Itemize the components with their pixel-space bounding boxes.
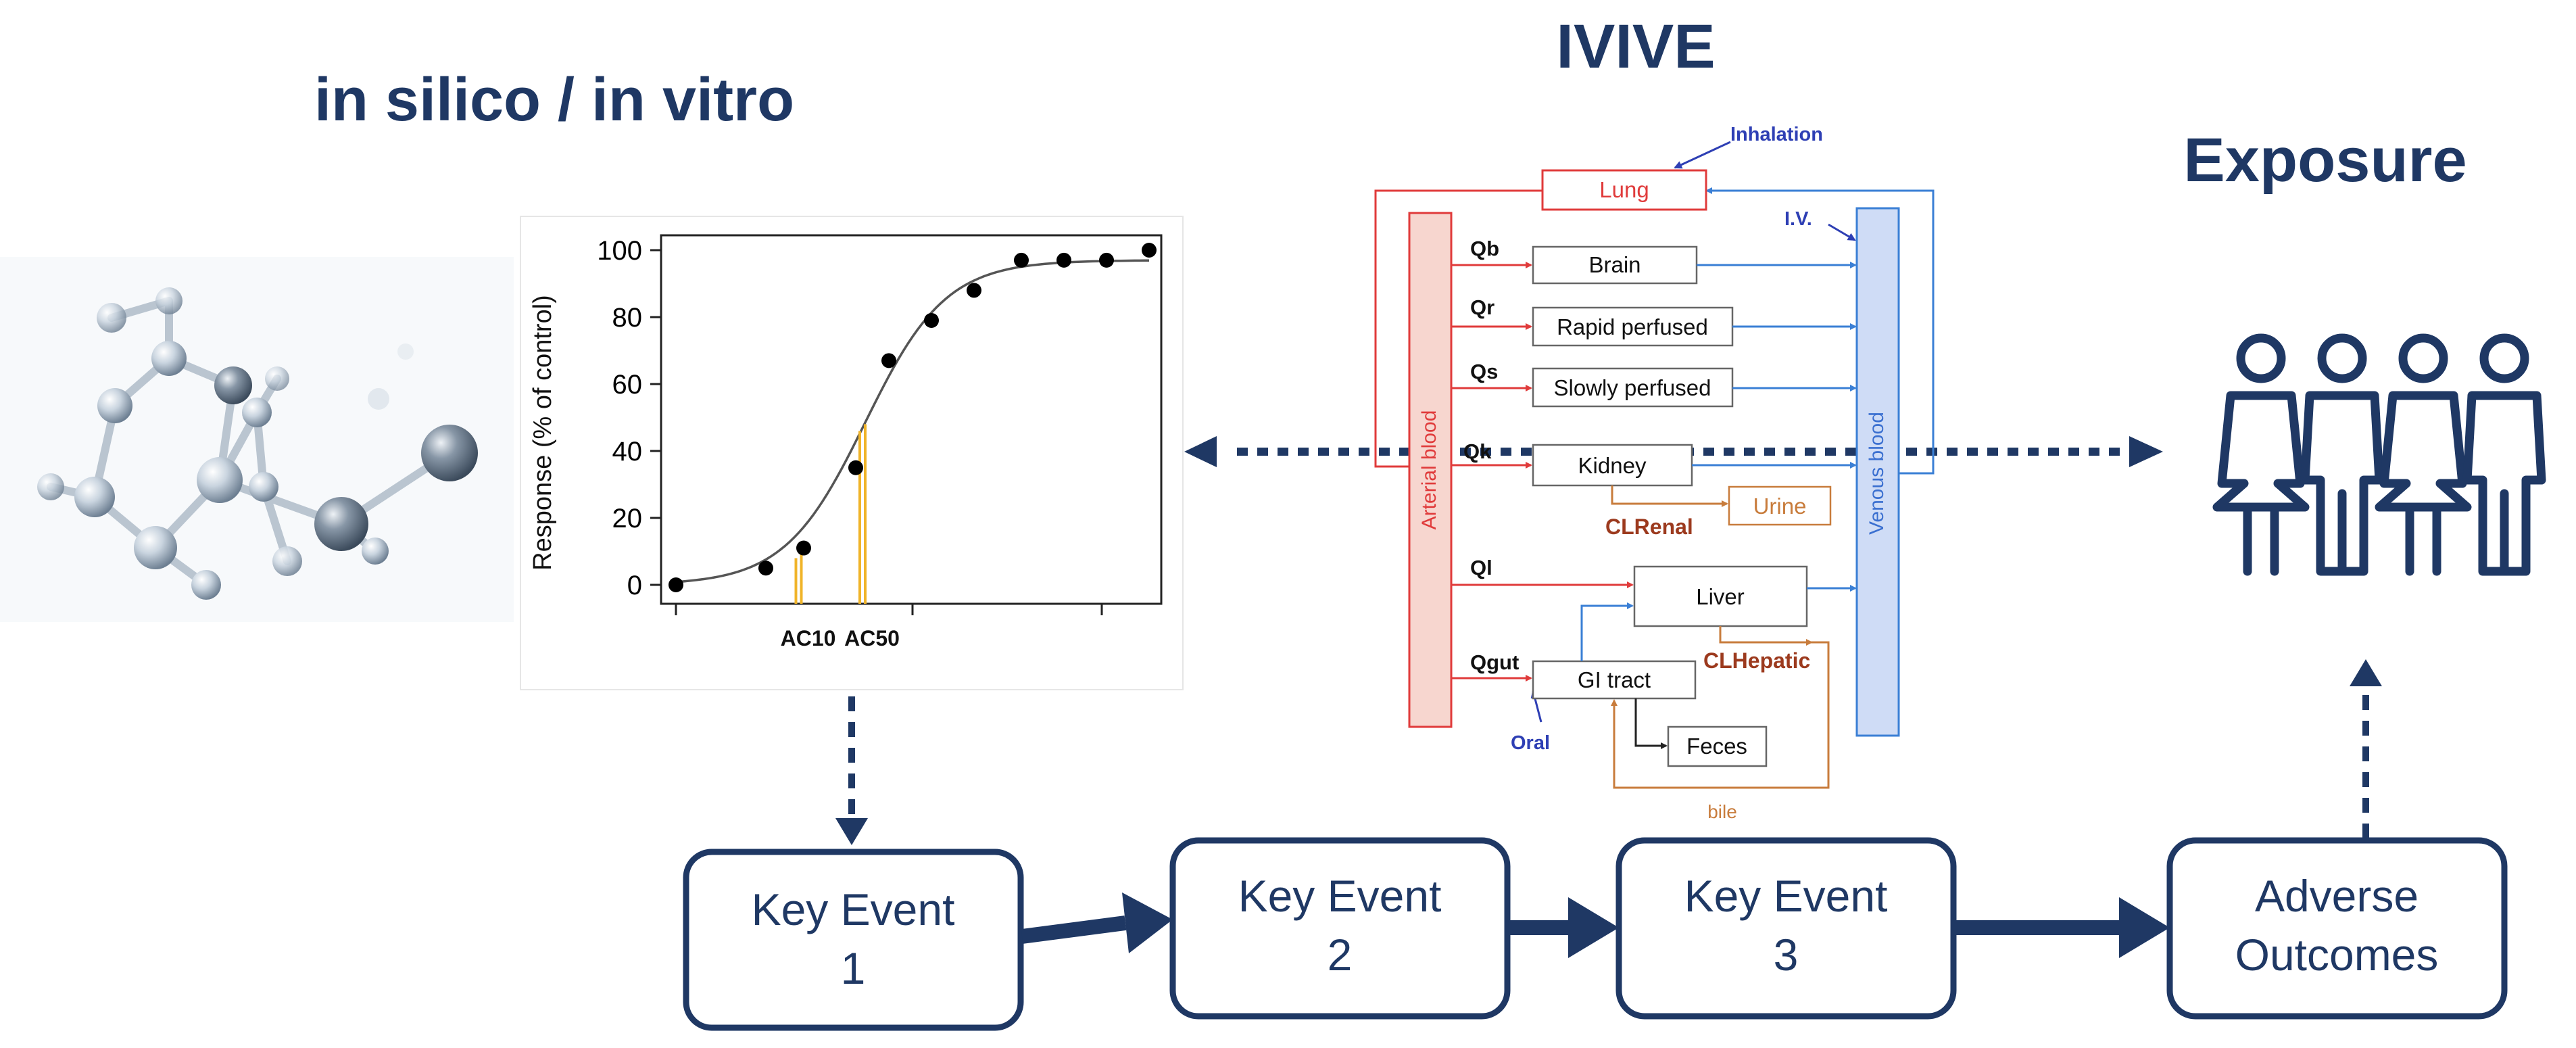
x-axis-ticks [675,604,1103,615]
key-event-2-line2: 2 [1328,930,1353,980]
arterial-blood-column [1408,212,1453,728]
clrenal-label: CLRenal [1605,515,1693,539]
key-event-1-line1: Key Event [752,884,955,934]
lung-label: Lung [1599,177,1649,202]
dose-response-chart: 0 20 40 60 80 100 AC10 AC50 Response (% of con… [520,216,1184,690]
heading-in-silico: in silico / in vitro [314,66,794,134]
flow-qr: Qr [1470,295,1494,319]
y-tick-label: 40 [612,437,643,467]
urine-label: Urine [1753,494,1807,519]
brain-label: Brain [1588,252,1641,277]
oral-label: Oral [1511,732,1550,754]
data-point [796,540,811,556]
data-point [848,460,863,475]
flow-qk: Qk [1463,439,1492,463]
iv-label: I.V. [1784,208,1812,230]
gi-tract-label: GI tract [1578,667,1651,692]
heading-ivive: IVIVE [1556,12,1715,81]
lung-box [1541,169,1707,211]
slowly-perfused-box [1532,367,1734,408]
arrow-ke1-ke2 [1021,892,1173,953]
rapid-perfused-label: Rapid perfused [1557,314,1708,339]
rapid-perfused-box [1532,306,1734,347]
flow-qb: Qb [1470,237,1499,260]
kidney-label: Kidney [1578,453,1647,478]
adverse-outcomes-line2: Outcomes [2235,930,2439,980]
y-tick-label: 0 [627,571,642,600]
data-point [669,577,683,592]
flow-ql: Ql [1470,556,1492,579]
venous-blood-column [1855,207,1900,737]
liver-box [1633,565,1808,627]
key-event-3-box [1615,837,1957,1020]
key-event-3-line1: Key Event [1684,871,1888,921]
key-event-2-line1: Key Event [1238,871,1442,921]
data-point [967,283,981,298]
flow-qs: Qs [1470,360,1498,383]
activity-concentration-labels: AC10 AC50 [781,626,900,650]
key-event-2-box [1169,837,1511,1020]
flow-qgut: Qgut [1470,650,1519,674]
assay-to-key-event-arrow [835,696,868,845]
ac-marker-label: AC50 [844,626,900,650]
venous-blood-label: Venous blood [1866,412,1888,535]
activity-concentration-lines [794,424,867,604]
arterial-blood-label: Arterial blood [1418,410,1440,530]
data-point [924,312,939,328]
molecule-icon [0,257,514,622]
arrow-ke3-ao [1955,897,2170,958]
key-event-1-box [683,849,1024,1031]
feces-label: Feces [1686,734,1747,759]
urine-box [1728,485,1832,526]
ac-marker-label: AC10 [781,626,836,650]
ivive-link-arrow [1184,436,2163,467]
y-tick-label: 80 [612,303,643,333]
arrow-ke2-ke3 [1509,897,1619,958]
data-point [1056,252,1071,268]
aop-chain: Key Event 1 Key Event 2 Key Event 3 Adve… [683,837,2508,1031]
pbpk-model: Arterial blood Venous blood Lung Inhalat… [1374,124,1935,822]
data-point [1014,252,1029,268]
chart-plot-area [660,234,1163,605]
data-point [758,561,773,576]
gi-tract-box [1532,660,1697,700]
people-icon [2212,333,2546,576]
data-point [1142,243,1157,258]
kidney-box [1532,444,1693,487]
liver-label: Liver [1696,584,1745,609]
y-axis-label: Response (% of control) [529,295,557,571]
key-event-3-line2: 3 [1774,930,1799,980]
y-axis-ticks: 0 20 40 60 80 100 [597,236,661,600]
inhalation-label: Inhalation [1730,124,1823,145]
adverse-outcomes-line1: Adverse [2255,871,2419,921]
heading-exposure: Exposure [2183,126,2466,195]
y-tick-label: 100 [597,236,642,266]
slowly-perfused-label: Slowly perfused [1554,375,1711,400]
data-point [1099,252,1114,268]
data-point [881,353,896,368]
bile-label: bile [1707,801,1737,822]
y-tick-label: 60 [612,370,643,400]
adverse-outcomes-box [2166,837,2508,1020]
outcome-to-exposure-arrow [2350,659,2382,838]
y-tick-label: 20 [612,504,643,533]
clhepatic-label: CLHepatic [1703,648,1810,673]
feces-box [1667,725,1768,767]
chart-panel [520,216,1184,690]
key-event-1-line2: 1 [841,943,866,993]
data-points [669,243,1157,592]
brain-box [1532,245,1698,285]
